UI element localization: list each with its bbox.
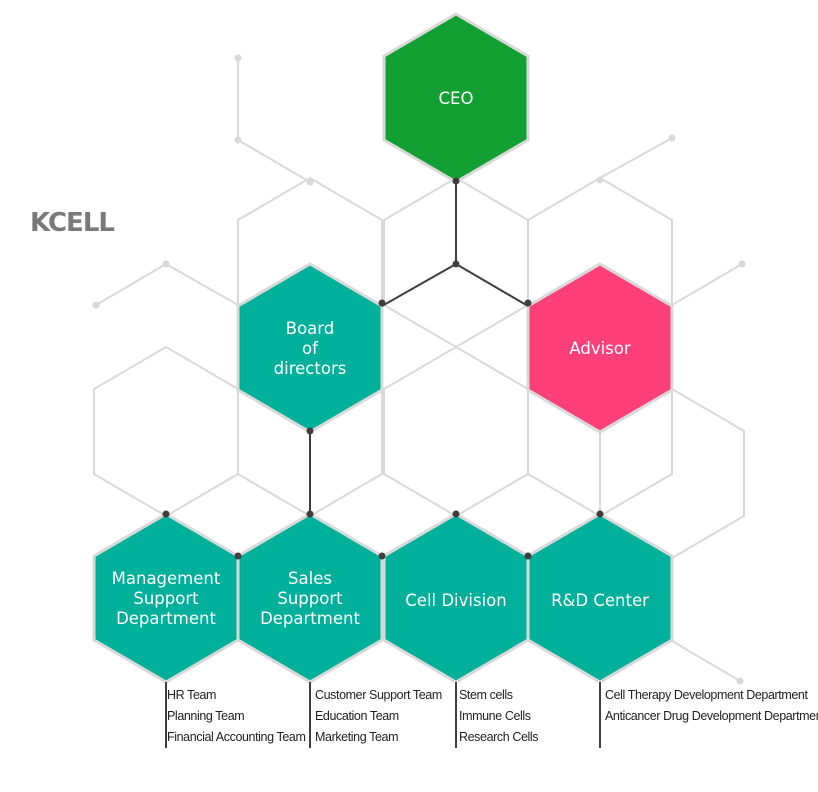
management-label-line2: Support	[133, 589, 199, 608]
rnd-label: R&D Center	[551, 591, 649, 610]
sales-label-line2: Support	[277, 589, 343, 608]
connector-dots	[162, 177, 604, 560]
team-item: Research Cells	[459, 730, 538, 744]
management-label-line1: Management	[112, 569, 221, 588]
grid-hex	[93, 345, 239, 518]
advisor-label: Advisor	[569, 339, 631, 358]
team-item: HR Team	[167, 688, 216, 702]
grid-line	[165, 263, 239, 306]
grid-dot	[668, 134, 676, 142]
sales-label-line3: Department	[260, 609, 360, 628]
board-label-line3: directors	[274, 359, 347, 378]
grid-dots	[92, 54, 746, 685]
team-item: Financial Accounting Team	[167, 730, 305, 744]
kcell-logo: KCELL	[30, 208, 114, 238]
team-item: Education Team	[315, 709, 399, 723]
team-item: Marketing Team	[315, 730, 398, 744]
connector-line	[381, 263, 457, 307]
connector-dot	[234, 552, 242, 560]
connector-dot	[378, 299, 386, 307]
team-item: Stem cells	[459, 688, 513, 702]
grid-dot	[234, 136, 242, 144]
connector-dot	[306, 427, 314, 435]
node-hexagons	[92, 12, 674, 684]
board-label-line2: of	[302, 339, 319, 358]
grid-line	[599, 137, 673, 179]
board-label-line1: Board	[286, 319, 335, 338]
connector-dot	[524, 552, 532, 560]
grid-line	[671, 263, 743, 306]
connector-dot	[596, 510, 604, 518]
ceo-label: CEO	[439, 89, 474, 108]
grid-dot	[162, 260, 170, 268]
grid-dot	[234, 54, 242, 62]
cell-division-label: Cell Division	[405, 591, 506, 610]
connector-dot	[524, 299, 532, 307]
management-label-line3: Department	[116, 609, 216, 628]
team-item: Anticancer Drug Development Department	[605, 709, 818, 723]
connector-dot	[452, 177, 460, 185]
grid-dot	[596, 176, 604, 184]
connector-dot	[162, 510, 170, 518]
connector-line	[455, 263, 529, 307]
connector-dot	[452, 260, 460, 268]
team-item: Cell Therapy Development Department	[605, 688, 808, 702]
connector-dot	[452, 510, 460, 518]
node-labels: CEO Board of directors Advisor Managemen…	[112, 89, 649, 628]
grid-dot	[306, 178, 314, 186]
team-item: Customer Support Team	[315, 688, 442, 702]
grid-line	[237, 139, 311, 183]
grid-dot	[92, 301, 100, 309]
team-item: Planning Team	[167, 709, 244, 723]
connector-dot	[378, 552, 386, 560]
grid-dot	[738, 260, 746, 268]
grid-dot	[736, 677, 744, 685]
sales-label-line1: Sales	[288, 569, 332, 588]
connectors	[165, 182, 601, 748]
team-lists: HR Team Planning Team Financial Accounti…	[167, 688, 818, 744]
grid-line	[95, 263, 167, 306]
grid-line	[671, 640, 741, 682]
connector-dot	[306, 510, 314, 518]
team-item: Immune Cells	[459, 709, 531, 723]
grid-hex	[383, 345, 529, 518]
